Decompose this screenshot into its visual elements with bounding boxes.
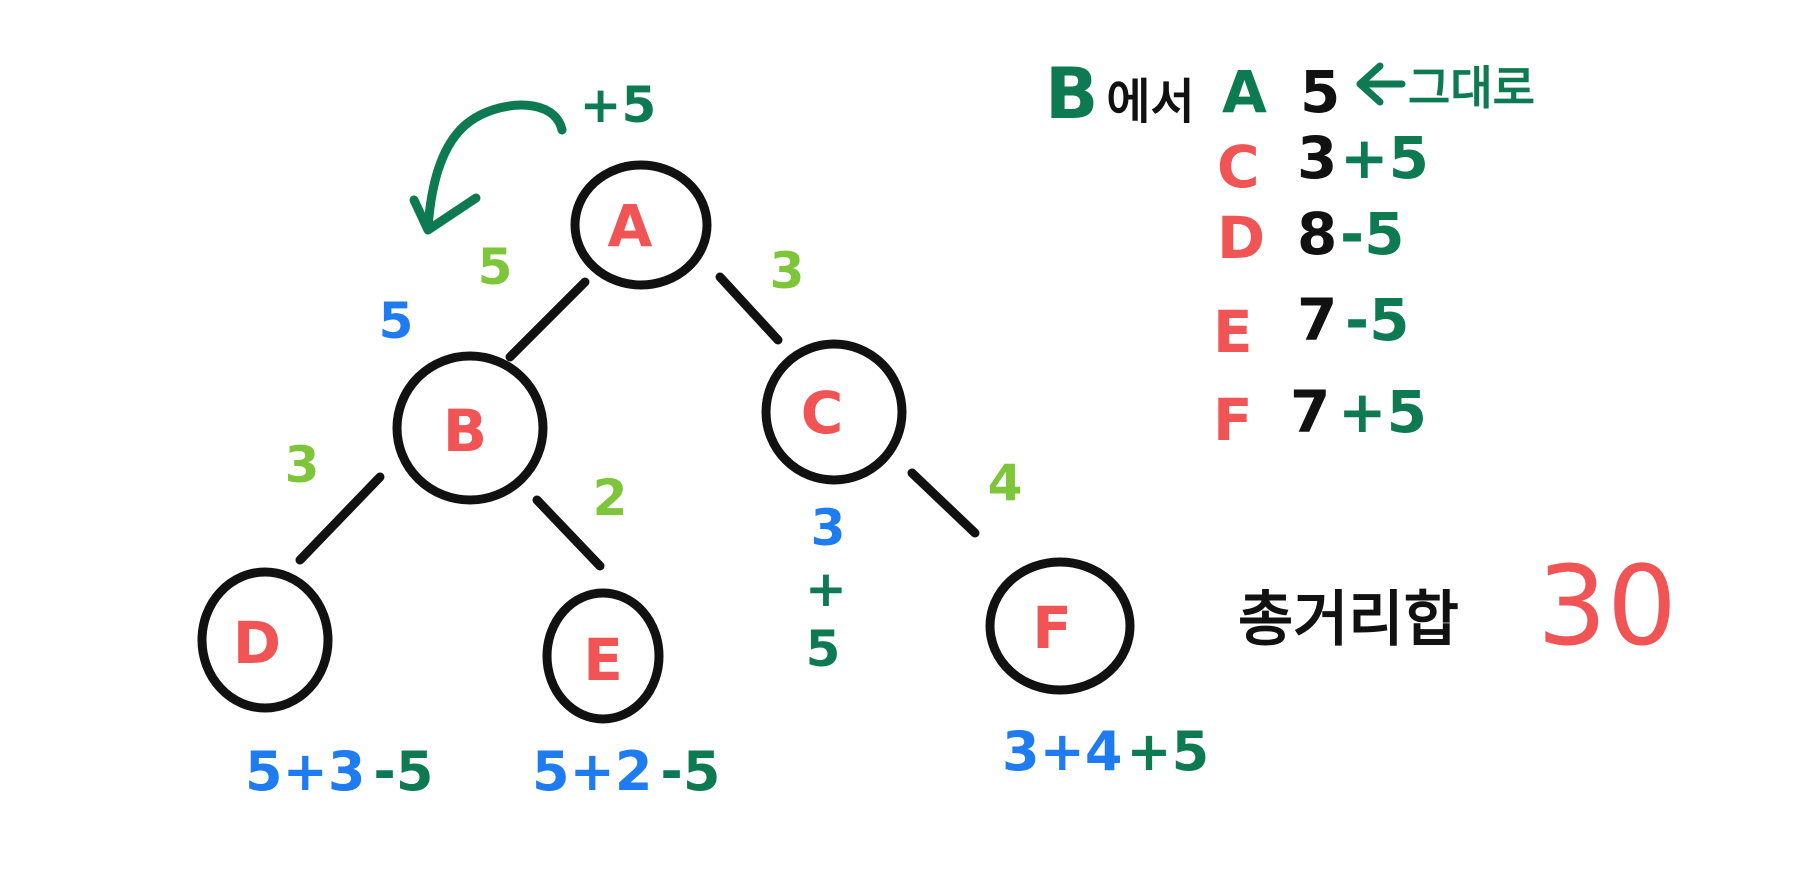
- table-row-a-note: 그대로: [1408, 61, 1535, 115]
- total-value: 30: [1537, 542, 1677, 670]
- node-label-d: D: [233, 609, 281, 677]
- node-label-c: C: [801, 379, 844, 447]
- left-arrow-icon: [1356, 62, 1406, 106]
- edge-b-e: [532, 495, 605, 571]
- table-row-c-adjust: +5: [1340, 124, 1429, 192]
- node-b-circle: [392, 351, 548, 505]
- c-distance-base: 3: [811, 499, 846, 557]
- table-row-a-base: 5: [1300, 58, 1340, 126]
- table-row-d-node: D: [1217, 204, 1265, 272]
- edge-weight-a-b: 5: [478, 238, 513, 296]
- f-distance-adjust: +5: [1126, 720, 1209, 783]
- edge-weight-a-c: 3: [770, 242, 805, 300]
- c-distance-plus: +: [805, 560, 847, 618]
- edge-a-c: [715, 272, 783, 345]
- node-label-a: A: [608, 192, 653, 260]
- edge-b-d: [295, 472, 385, 565]
- c-distance-value: 5: [806, 620, 841, 678]
- node-label-b: B: [443, 397, 487, 465]
- f-distance-base: 3+4: [1002, 720, 1122, 783]
- node-label-e: E: [583, 626, 623, 694]
- node-label-f: F: [1032, 594, 1072, 662]
- node-e-circle: [542, 588, 664, 724]
- f-distance-expression: 3+4+5: [1002, 720, 1209, 783]
- d-distance-adjust: -5: [373, 740, 433, 803]
- b-distance-label: 5: [379, 292, 414, 350]
- e-distance-base: 5+2: [532, 740, 652, 803]
- table-heading-node: B: [1045, 53, 1098, 135]
- e-distance-expression: 5+2-5: [532, 740, 720, 803]
- edge-weight-b-d: 3: [285, 436, 320, 494]
- table-row-f-adjust: +5: [1338, 378, 1427, 446]
- table-row-f-node: F: [1213, 386, 1253, 454]
- table-row-e-node: E: [1213, 298, 1253, 366]
- edge-a-b: [505, 277, 590, 362]
- table-row-f-base: 7: [1290, 378, 1330, 446]
- edge-weight-c-f: 4: [988, 454, 1023, 512]
- table-row-e-base: 7: [1297, 286, 1337, 354]
- node-d-circle: [197, 567, 333, 713]
- table-row-e-adjust: -5: [1345, 286, 1409, 354]
- root-adjust-label: +5: [580, 76, 657, 134]
- edge-weight-b-e: 2: [593, 469, 628, 527]
- node-f-circle: [985, 557, 1135, 695]
- table-row-c-node: C: [1217, 133, 1260, 201]
- total-label: 총거리합: [1238, 585, 1459, 655]
- table-row-a-node: A: [1222, 58, 1267, 126]
- edge-c-f: [907, 468, 980, 538]
- table-row-d-base: 8: [1297, 200, 1337, 268]
- curved-arrow-icon: [409, 100, 567, 235]
- node-c-circle: [761, 339, 907, 485]
- d-distance-base: 5+3: [245, 740, 365, 803]
- table-row-d-adjust: -5: [1340, 200, 1404, 268]
- table-row-c-base: 3: [1297, 124, 1337, 192]
- e-distance-adjust: -5: [660, 740, 720, 803]
- node-a-circle: [570, 160, 712, 290]
- d-distance-expression: 5+3-5: [245, 740, 433, 803]
- table-heading-suffix: 에서: [1106, 74, 1194, 130]
